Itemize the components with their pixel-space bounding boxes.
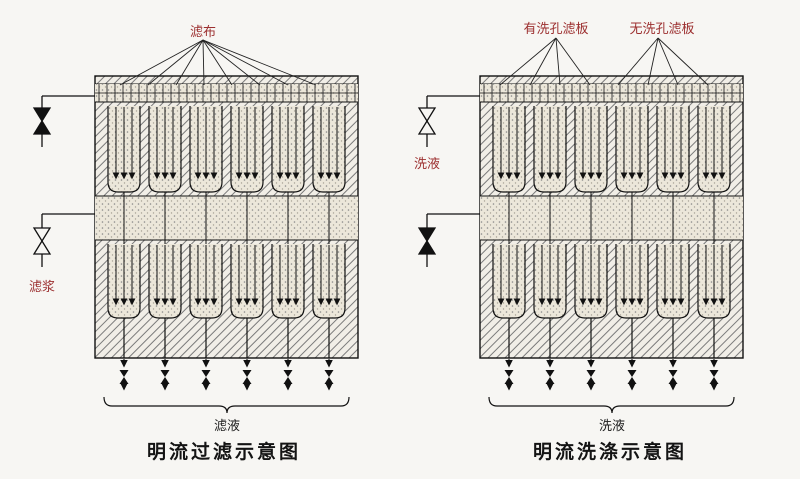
left-title: 明流过滤示意图	[147, 440, 301, 463]
left-top-valve-pipe	[33, 95, 95, 147]
right-mid-valve-pipe	[418, 213, 480, 267]
filter-press-body	[480, 76, 743, 413]
open-valve-icon	[418, 107, 436, 135]
open-valve-icon	[33, 227, 51, 255]
left-diagram: 滤布 滤浆 滤液 明流过滤示意图	[29, 24, 358, 463]
slurry-feed-pipe	[33, 213, 95, 267]
wash-out-label: 洗液	[599, 418, 625, 433]
wash-plate-label: 有洗孔滤板	[523, 21, 588, 36]
plate-leader-lines	[499, 37, 709, 86]
filter-cloth-leader-lines	[119, 39, 317, 86]
closed-valve-icon	[418, 227, 436, 255]
filtrate-label: 滤液	[214, 418, 240, 433]
no-wash-plate-label: 无洗孔滤板	[629, 21, 694, 36]
right-diagram: 有洗孔滤板 无洗孔滤板 洗液 洗液 明流洗涤示意图	[414, 21, 743, 463]
right-title: 明流洗涤示意图	[533, 440, 687, 463]
filter-cloth-label: 滤布	[190, 24, 216, 39]
filter-press-body	[95, 76, 358, 413]
wash-liquid-label: 洗液	[414, 156, 440, 171]
closed-valve-icon	[33, 107, 51, 135]
slurry-label: 滤浆	[29, 279, 55, 294]
wash-feed-pipe	[418, 95, 480, 147]
